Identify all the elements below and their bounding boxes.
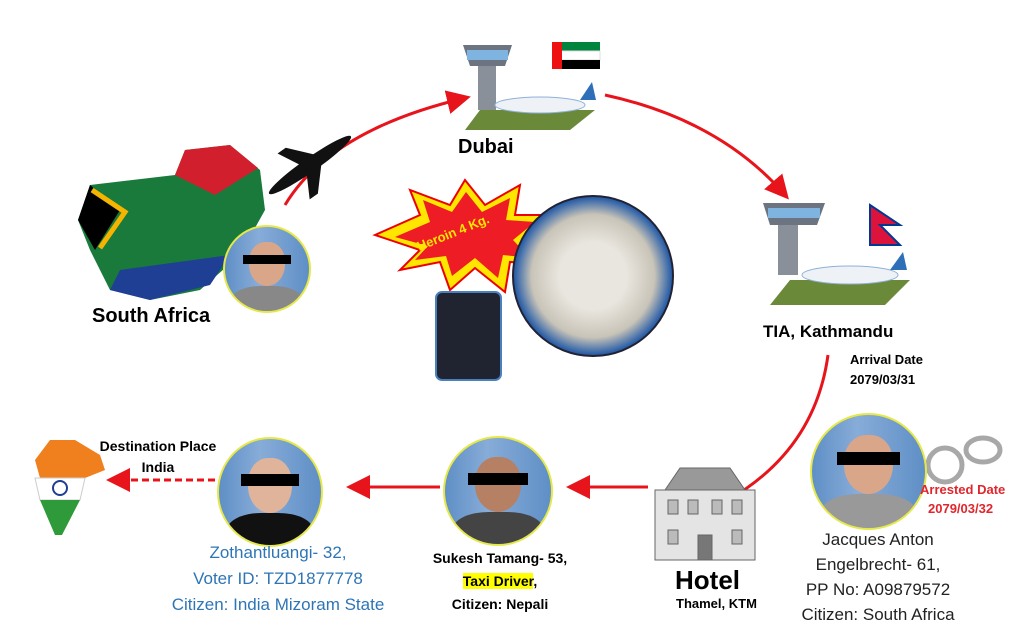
suspect-photo-zothantluangi xyxy=(217,437,323,547)
airplane-icon xyxy=(268,135,352,200)
india-map-icon xyxy=(34,440,105,535)
info-line: Sukesh Tamang- 53, xyxy=(432,550,568,566)
info-line: PP No: A09879572 xyxy=(805,580,951,599)
dubai-airport-icon xyxy=(463,45,596,130)
arrow-dubai-to-tia xyxy=(604,93,789,200)
arrow-sa-to-dubai xyxy=(283,90,471,206)
info-line: Citizen: Nepali xyxy=(451,596,549,612)
suitcase-icon xyxy=(435,291,502,381)
hotel-label: Hotel xyxy=(675,565,740,595)
arrested-date-label: Arrested Date xyxy=(920,482,1006,497)
destination-info: Destination Place India xyxy=(88,436,228,478)
info-line: Citizen: India Mizoram State xyxy=(171,595,385,614)
destination-label: Destination Place xyxy=(99,438,217,454)
uae-flag-icon xyxy=(552,42,601,69)
hotel-area: Thamel, KTM xyxy=(676,596,757,611)
role-highlight: Taxi Driver xyxy=(462,573,534,589)
arrow-tia-to-hotel xyxy=(722,354,830,503)
suspect-photo-jacques-sa xyxy=(223,225,311,313)
suspect-info-zothantluangi: Zothantluangi- 32, Voter ID: TZD1877778 … xyxy=(147,540,409,618)
tia-airport-icon xyxy=(763,203,910,305)
info-line: Jacques Anton xyxy=(822,530,934,549)
origin-label: South Africa xyxy=(92,305,211,327)
nepal-flag-icon xyxy=(869,203,904,246)
info-line: Voter ID: TZD1877778 xyxy=(193,569,363,588)
south-africa-map-icon xyxy=(78,145,265,300)
destination-name: India xyxy=(141,459,175,475)
arrested-date: 2079/03/32 xyxy=(928,501,994,516)
arrival-date: 2079/03/31 xyxy=(850,372,916,387)
suspect-photo-jacques xyxy=(810,413,927,530)
suspect-info-jacques: Jacques Anton Engelbrecht- 61, PP No: A0… xyxy=(768,527,988,627)
hotel-building-icon xyxy=(654,467,756,561)
info-line: Zothantluangi- 32, xyxy=(209,543,347,562)
suspect-photo-sukesh xyxy=(443,436,553,546)
arrival-date-label: Arrival Date xyxy=(850,352,923,367)
arrival-label: TIA, Kathmandu xyxy=(763,322,894,341)
starburst-icon xyxy=(372,178,558,294)
suspect-info-sukesh: Sukesh Tamang- 53, Taxi Driver, Citizen:… xyxy=(410,547,590,616)
role-suffix: , xyxy=(533,573,538,589)
info-line: Citizen: South Africa xyxy=(801,605,955,624)
handcuffs-icon xyxy=(925,435,1003,485)
transit-label: Dubai xyxy=(458,136,514,158)
info-line: Engelbrecht- 61, xyxy=(815,555,941,574)
heroin-photo xyxy=(512,195,674,357)
